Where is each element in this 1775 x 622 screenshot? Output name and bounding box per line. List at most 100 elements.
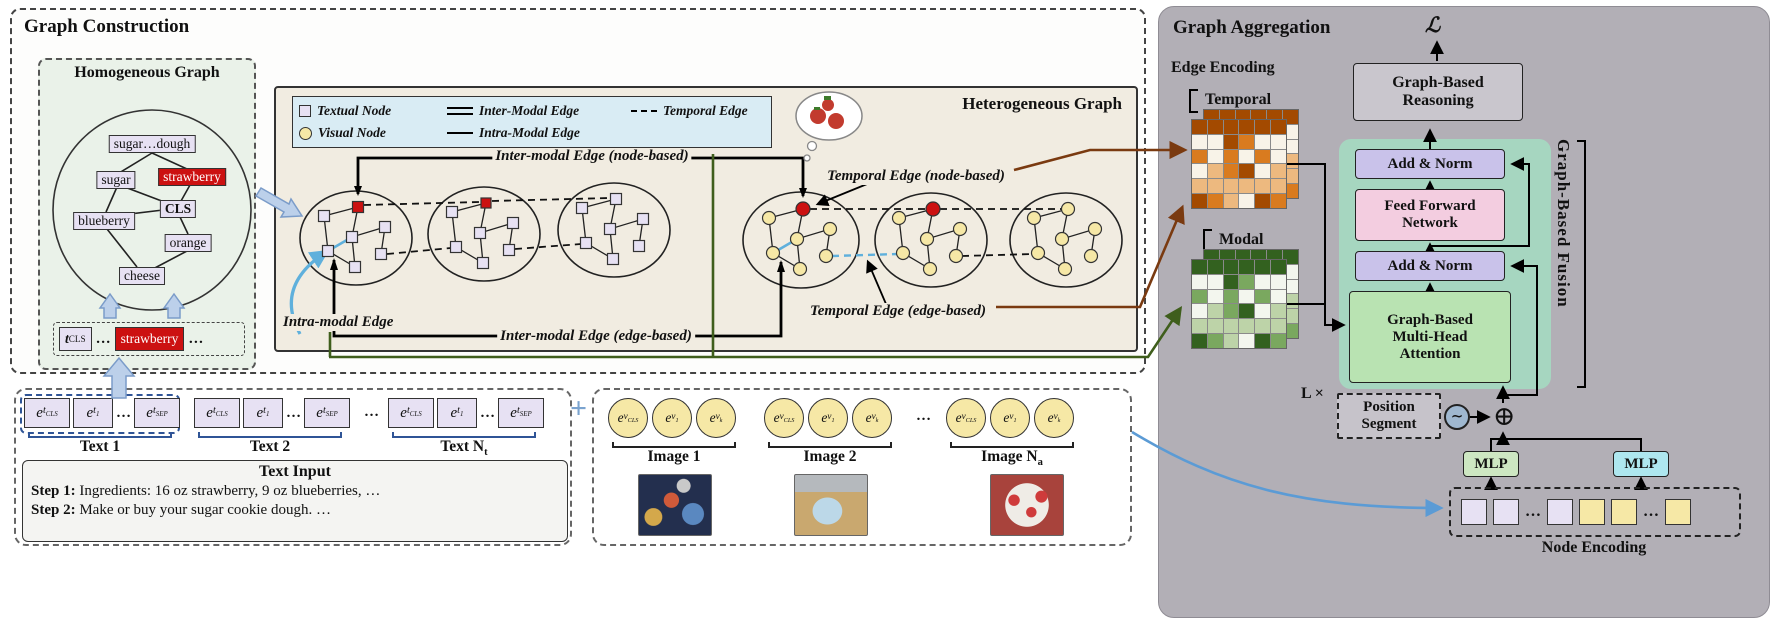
word-node-orange: orange: [164, 234, 212, 252]
heterogeneous-graph-panel: Heterogeneous Graph Textual Node Inter-M…: [274, 86, 1138, 352]
photo-dough: [794, 474, 868, 536]
legend: Textual Node Inter-Modal Edge Temporal E…: [292, 96, 772, 148]
graph-aggregation-title: Graph Aggregation: [1173, 17, 1331, 38]
graph-based-reasoning-box: Graph-Based Reasoning: [1353, 63, 1523, 121]
annotation-temporal-edge-based: Temporal Edge (edge-based): [806, 303, 990, 320]
legend-item-inter-modal: Inter-Modal Edge: [447, 103, 631, 119]
graph-based-multi-head-attention-box: Graph-Based Multi-Head Attention: [1349, 291, 1511, 383]
textual-node-swatch: [299, 105, 311, 117]
text-token-intra-dots: …: [116, 404, 131, 421]
heterogeneous-graph-title: Heterogeneous Graph: [962, 94, 1122, 113]
node-square-text: [1461, 499, 1487, 525]
photo-ingredients: [638, 474, 712, 536]
graph-based-fusion-label: Graph-Based Fusion: [1554, 139, 1573, 308]
node-encoding-box: … …: [1449, 487, 1741, 537]
annotation-temporal-node-based: Temporal Edge (node-based): [824, 168, 1008, 185]
step-2-label: Step 2:: [31, 502, 76, 518]
node-square-text: [1493, 499, 1519, 525]
temporal-edge-leader: [866, 259, 887, 305]
text-group-2-brace: [198, 432, 342, 438]
homogeneous-graph-title: Homogeneous Graph: [74, 64, 220, 81]
edge-encoding-label: Edge Encoding: [1171, 59, 1275, 76]
step-2-line: Step 2: Make or buy your sugar cookie do…: [31, 502, 567, 519]
mlp-left-box: MLP: [1463, 451, 1519, 477]
legend-item-textual-node: Textual Node: [299, 103, 447, 119]
image-group-3-brace: [950, 442, 1074, 448]
node-square-visual: [1665, 499, 1691, 525]
wave-encoding-icon: ∼: [1444, 404, 1470, 430]
text-input-title: Text Input: [259, 463, 331, 480]
token-dots-right: …: [188, 330, 204, 347]
annotation-inter-modal-node-based: Inter-modal Edge (node-based): [492, 148, 692, 165]
text-group-3-label: Text Nt: [440, 438, 488, 459]
node-encoding-label: Node Encoding: [1541, 539, 1647, 556]
text-group-2-label: Text 2: [249, 438, 291, 455]
legend-item-visual-node: Visual Node: [299, 125, 447, 141]
inter-modal-edge-swatch: [447, 107, 473, 115]
repeat-label: L ×: [1301, 385, 1324, 402]
temporal-node-leader: [815, 181, 873, 207]
word-node-sugar: sugar: [96, 171, 136, 189]
annotation-inter-modal-edge-based: Inter-modal Edge (edge-based): [497, 328, 695, 345]
inter-modal-connectors: [332, 156, 805, 338]
step-2-text: Make or buy your sugar cookie dough. …: [79, 502, 331, 518]
photo-cookies: [990, 474, 1064, 536]
image-group-dots: …: [916, 408, 931, 424]
node-dots-right: …: [1643, 503, 1659, 520]
token-strawberry: strawberry: [114, 327, 185, 351]
highlighted-intra-edges: [327, 235, 798, 255]
temporal-bracket-icon: [1189, 89, 1198, 113]
annotation-intra-modal: Intra-modal Edge: [280, 314, 397, 331]
image-group-1-brace: [612, 442, 736, 448]
temporal-edges: [363, 197, 1062, 257]
homogeneous-graph-panel: Homogeneous Graph sugar…dough sugar stra…: [38, 58, 256, 370]
image-group-1-label: Image 1: [647, 448, 701, 465]
thought-bubble-strawberries-icon: [795, 91, 863, 162]
position-segment-box: Position Segment: [1337, 393, 1441, 439]
fusion-bracket-icon: [1577, 140, 1586, 388]
step-1-label: Step 1:: [31, 483, 76, 499]
temporal-edge-swatch: [631, 110, 657, 112]
text-group-1-label: Text 1: [79, 438, 121, 455]
graph-ellipses: [299, 182, 1123, 289]
graph-construction-title: Graph Construction: [24, 16, 190, 37]
legend-item-temporal: Temporal Edge: [631, 103, 765, 119]
visual-nodes: [761, 201, 1103, 277]
word-node-blueberry: blueberry: [73, 212, 135, 230]
add-norm-top-box: Add & Norm: [1355, 149, 1505, 179]
text-group-dots: …: [364, 404, 379, 420]
plus-sign: +: [570, 392, 588, 425]
image-group-2-brace: [768, 442, 892, 448]
intra-modal-edge-swatch: [447, 131, 473, 135]
homo-up-arrows: [98, 292, 186, 319]
word-node-strawberry: strawberry: [158, 168, 226, 186]
text-group-3-brace: [392, 432, 536, 438]
modal-label: Modal: [1219, 231, 1264, 248]
textual-nodes: [317, 192, 650, 274]
add-norm-bottom-box: Add & Norm: [1355, 251, 1505, 281]
step-1-text: Ingredients: 16 oz strawberry, 9 oz blue…: [79, 483, 381, 499]
node-square-visual: [1611, 499, 1637, 525]
loss-symbol: ℒ: [1425, 13, 1441, 37]
